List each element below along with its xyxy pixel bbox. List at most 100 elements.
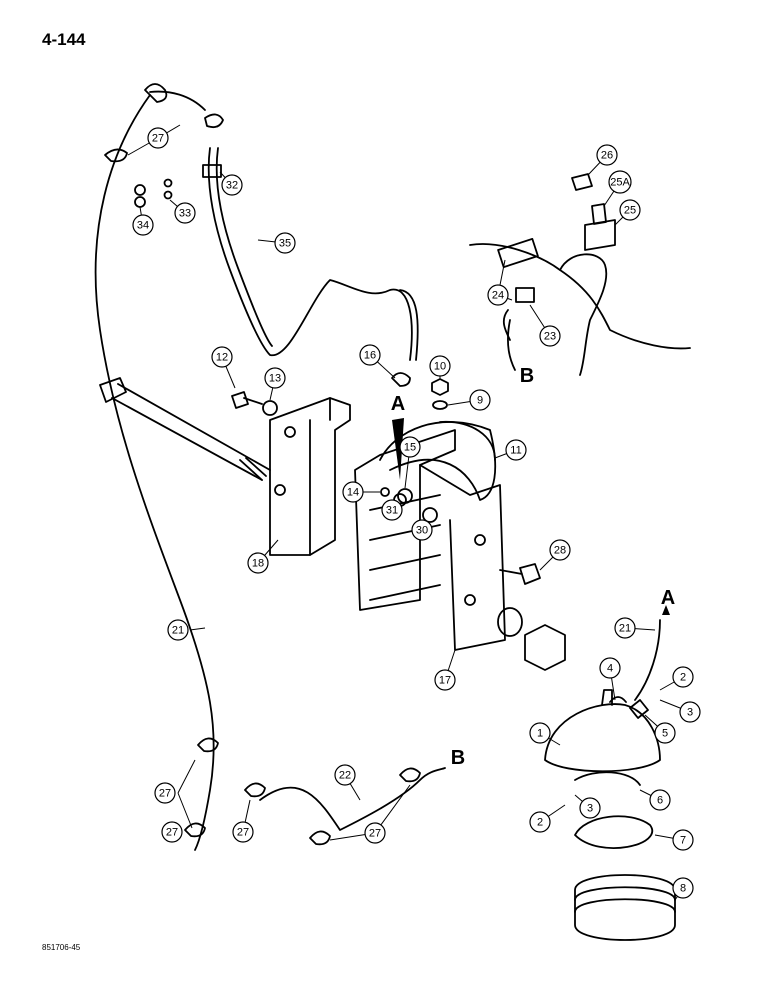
callout-label: 2: [537, 817, 543, 829]
clip-27-g: [309, 830, 331, 846]
part-30: [422, 507, 438, 523]
long-bolt-shaft: [111, 383, 271, 481]
callout-circle: [334, 764, 356, 786]
callout-25: 25: [619, 199, 641, 221]
wire-21-right: [634, 619, 661, 701]
arrow-A-right: [662, 605, 670, 615]
callout-label: 1: [537, 728, 543, 740]
reference-letter-B: B: [520, 365, 534, 387]
reference-letter-A: A: [661, 587, 675, 609]
figure-code: 851706-45: [42, 943, 81, 952]
clip-27-a: [144, 83, 168, 103]
callout-label: 10: [434, 361, 446, 373]
switch-25: [584, 219, 616, 251]
callout-30: 30: [411, 519, 433, 541]
lamp-lens-7: [574, 815, 654, 849]
clip-4: [609, 696, 627, 703]
callout-6: 6: [649, 789, 671, 811]
bracket-17-hole-b: [464, 594, 476, 606]
clip-27-c: [104, 148, 128, 163]
callout-circle: [579, 797, 601, 819]
callout-label: 34: [137, 220, 149, 232]
callout-circle: [154, 782, 176, 804]
callout-16: 16: [359, 344, 381, 366]
callout-label: 27: [166, 827, 178, 839]
nut-34-b: [134, 196, 146, 208]
lamp-stud: [601, 689, 613, 706]
callout-label: 12: [216, 352, 228, 364]
callout-label: 17: [439, 675, 451, 687]
bolt-28: [499, 563, 541, 585]
arrow-A-left: [392, 418, 404, 480]
callout-10: 10: [429, 355, 451, 377]
callout-25A: 25A: [608, 170, 632, 194]
callout-circle: [174, 202, 196, 224]
callout-circle: [359, 344, 381, 366]
callout-circle: [274, 232, 296, 254]
connector-24: [497, 237, 539, 269]
callout-label: 35: [279, 238, 291, 250]
long-bolt-thread: [239, 457, 267, 481]
knob-26: [571, 173, 593, 191]
callout-14: 14: [342, 481, 364, 503]
callout-3: 3: [679, 701, 701, 723]
callout-27: 27: [147, 127, 169, 149]
connector-23: [515, 287, 535, 303]
callout-label: 9: [477, 395, 483, 407]
callout-circle: [529, 722, 551, 744]
clip-27-h: [399, 767, 421, 783]
washer-33-a: [163, 178, 173, 188]
callout-12: 12: [211, 346, 233, 368]
callout-8: 8: [672, 877, 694, 899]
washer-33-b: [163, 190, 173, 200]
harness-22: [259, 767, 446, 831]
callout-circle: [469, 389, 491, 411]
callout-circle: [529, 811, 551, 833]
bracket-18-hole-b: [274, 484, 286, 496]
callout-label: 16: [364, 350, 376, 362]
callout-label: 5: [662, 728, 668, 740]
callout-circle: [221, 174, 243, 196]
callout-label: 13: [269, 373, 281, 385]
callout-7: 7: [672, 829, 694, 851]
callout-circle: [147, 127, 169, 149]
lamp-ring-6: [574, 771, 641, 786]
reference-letter-A: A: [391, 393, 405, 415]
callout-circle: [672, 877, 694, 899]
callout-label: 27: [152, 133, 164, 145]
callout-27: 27: [232, 821, 254, 843]
callout-2: 2: [529, 811, 551, 833]
callout-circle: [679, 701, 701, 723]
callout-label: 24: [492, 290, 504, 302]
callout-1: 1: [529, 722, 551, 744]
harness-main: [469, 243, 691, 350]
callout-circle: [614, 617, 636, 639]
callout-33: 33: [174, 202, 196, 224]
callout-label: 26: [601, 150, 613, 162]
callout-label: 15: [404, 442, 416, 454]
callout-26: 26: [596, 144, 618, 166]
leader-27-bl: [177, 759, 196, 829]
callout-32: 32: [221, 174, 243, 196]
callout-28: 28: [549, 539, 571, 561]
callout-5: 5: [654, 722, 676, 744]
callout-label: 25A: [610, 177, 630, 189]
callout-circle: [649, 789, 671, 811]
callout-circle: [161, 821, 183, 843]
callout-circle: [399, 436, 421, 458]
callout-circle: [342, 481, 364, 503]
clip-27-d: [197, 737, 219, 753]
callout-label: 23: [544, 331, 556, 343]
callout-circle: [549, 539, 571, 561]
nut-34-a: [134, 184, 146, 196]
large-nut: [524, 624, 566, 671]
clip-16: [391, 372, 411, 387]
washer-14: [380, 487, 390, 497]
lamp-bezel-8: [574, 874, 676, 941]
callout-label: 21: [619, 623, 631, 635]
callout-label: 27: [159, 788, 171, 800]
callout-31: 31: [381, 499, 403, 521]
page-number: 4-144: [42, 30, 86, 49]
